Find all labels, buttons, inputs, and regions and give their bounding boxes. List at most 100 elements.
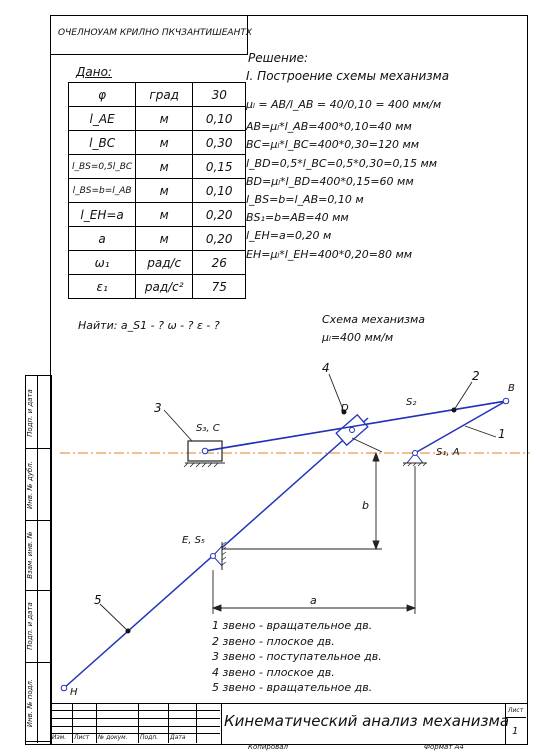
title-block-row-divider bbox=[50, 733, 220, 734]
label-S2: S₂ bbox=[406, 397, 417, 408]
sidebar-label: Подп. и дата bbox=[26, 389, 34, 437]
legend-item: 5 звено - вращательное дв. bbox=[212, 681, 373, 694]
title-block-title: Кинематический анализ механизма bbox=[224, 712, 510, 730]
joint-H bbox=[60, 684, 68, 692]
label-H: H bbox=[70, 687, 78, 698]
find-text: Найти: a_S1 - ? ω - ? ε - ? bbox=[78, 319, 220, 332]
label-n2: 2 bbox=[472, 369, 480, 383]
joint-B bbox=[502, 397, 510, 405]
title-block-col-label: Изм. bbox=[52, 734, 67, 741]
label-n4: 4 bbox=[322, 361, 330, 375]
footer-left: Копировал bbox=[248, 743, 288, 751]
given-cell-param: ε₁ bbox=[67, 274, 137, 299]
title-block-col-divider bbox=[72, 703, 73, 743]
given-cell-unit: м bbox=[135, 106, 194, 131]
title-block-col-label: Подп. bbox=[140, 734, 159, 741]
given-cell-unit: рад/с bbox=[135, 250, 194, 275]
solution-title: Решение: bbox=[248, 51, 309, 65]
title-block-col-label: Лист bbox=[74, 734, 90, 741]
sidebar-label: Инв. № подл. bbox=[26, 678, 34, 728]
title-block-sheet-divider bbox=[505, 703, 526, 718]
given-cell-value: 0,10 bbox=[192, 178, 247, 203]
solution-line: BS₁=b=AB=40 мм bbox=[246, 211, 349, 225]
scheme-scale: μₗ=400 мм/м bbox=[322, 331, 394, 344]
title-block-col-divider bbox=[96, 703, 97, 743]
given-cell-unit: м bbox=[135, 178, 194, 203]
given-cell-value: 0,20 bbox=[192, 202, 247, 227]
sidebar-label: Инв. № дубл. bbox=[26, 461, 34, 509]
solution-line: μₗ = AB/l_AB = 40/0,10 = 400 мм/м bbox=[246, 98, 442, 111]
slider-3 bbox=[187, 440, 223, 462]
label-S1A: S₁, A bbox=[436, 447, 460, 458]
title-block-col-divider bbox=[168, 703, 169, 743]
title-block-row-divider bbox=[50, 726, 220, 727]
sheet-number: 1 bbox=[512, 726, 519, 737]
legend-item: 3 звено - поступательное дв. bbox=[212, 650, 382, 663]
solution-line: AB=μₗ*l_AB=400*0,10=40 мм bbox=[246, 120, 412, 134]
title-block-row-divider bbox=[50, 718, 220, 719]
given-cell-value: 26 bbox=[192, 250, 247, 275]
label-a: a bbox=[310, 594, 317, 607]
title-block-col-divider bbox=[138, 703, 139, 743]
scheme-title: Схема механизма bbox=[322, 313, 426, 326]
label-b: b bbox=[362, 499, 369, 512]
legend-item: 4 звено - плоское дв. bbox=[212, 665, 335, 679]
title-block-cols bbox=[50, 703, 222, 745]
legend-item: 1 звено - вращательное дв. bbox=[212, 619, 373, 632]
label-D: D bbox=[341, 403, 349, 414]
link-1 bbox=[414, 400, 507, 454]
sidebar-label: Подп. и дата bbox=[26, 602, 34, 650]
sidebar-divider bbox=[25, 448, 50, 449]
solution-line: l_EH=a=0,20 м bbox=[246, 229, 332, 243]
sidebar-label: Взам. инв. № bbox=[26, 531, 34, 579]
sidebar-strip-inner bbox=[25, 375, 38, 743]
sidebar-divider bbox=[25, 520, 50, 521]
given-cell-value: 75 bbox=[192, 274, 247, 299]
solution-line: BC=μₗ*l_BC=400*0,30=120 мм bbox=[246, 138, 420, 152]
given-cell-param: l_BS=b=l_AB bbox=[67, 178, 137, 203]
legend-item: 2 звено - плоское дв. bbox=[212, 634, 335, 648]
given-cell-param: ω₁ bbox=[67, 250, 137, 275]
label-n3: 3 bbox=[154, 401, 162, 415]
label-ES5: E, S₅ bbox=[182, 535, 206, 546]
sidebar-divider bbox=[25, 590, 50, 591]
title-block-col-label: Дата bbox=[170, 734, 186, 741]
header-stamp-text: ОЧЕЛНОУАМ КРИЛНО ПКЧЗАНТИШЕАНТХ bbox=[58, 28, 253, 38]
joint-C bbox=[201, 447, 209, 455]
title-block-col-label: № докум. bbox=[98, 734, 128, 741]
given-title: Дано: bbox=[76, 65, 112, 79]
solution-line: EH=μₗ*l_EH=400*0,20=80 мм bbox=[246, 247, 413, 261]
sheet-label: Лист bbox=[508, 707, 524, 714]
sidebar-strip bbox=[25, 375, 52, 745]
label-S3C: S₃, C bbox=[196, 423, 220, 434]
footer-right: Формат А4 bbox=[424, 743, 464, 751]
title-block-sheet bbox=[505, 703, 528, 745]
given-cell-param: l_EH=a bbox=[67, 202, 137, 227]
given-cell-param: l_AE bbox=[67, 106, 137, 131]
solution-line: BD=μₗ*l_BD=400*0,15=60 мм bbox=[246, 174, 414, 188]
sidebar-divider bbox=[25, 662, 50, 663]
given-cell-value: 0,10 bbox=[192, 106, 247, 131]
given-cell-unit: рад/с² bbox=[135, 274, 194, 299]
title-block-row-divider bbox=[50, 710, 220, 711]
solution-subtitle: I. Построение схемы механизма bbox=[246, 69, 450, 83]
label-n1: 1 bbox=[498, 427, 506, 441]
label-B: B bbox=[508, 383, 515, 394]
solution-line: l_BD=0,5*l_BC=0,5*0,30=0,15 мм bbox=[246, 156, 438, 170]
solution-line: l_BS=b=l_AB=0,10 м bbox=[246, 193, 364, 207]
header-stamp-box bbox=[50, 15, 248, 55]
title-block-col-divider bbox=[196, 703, 197, 743]
legend: 1 звено - вращательное дв. 2 звено - плос… bbox=[212, 618, 382, 696]
label-n5: 5 bbox=[94, 593, 102, 607]
sidebar-divider bbox=[25, 741, 50, 742]
